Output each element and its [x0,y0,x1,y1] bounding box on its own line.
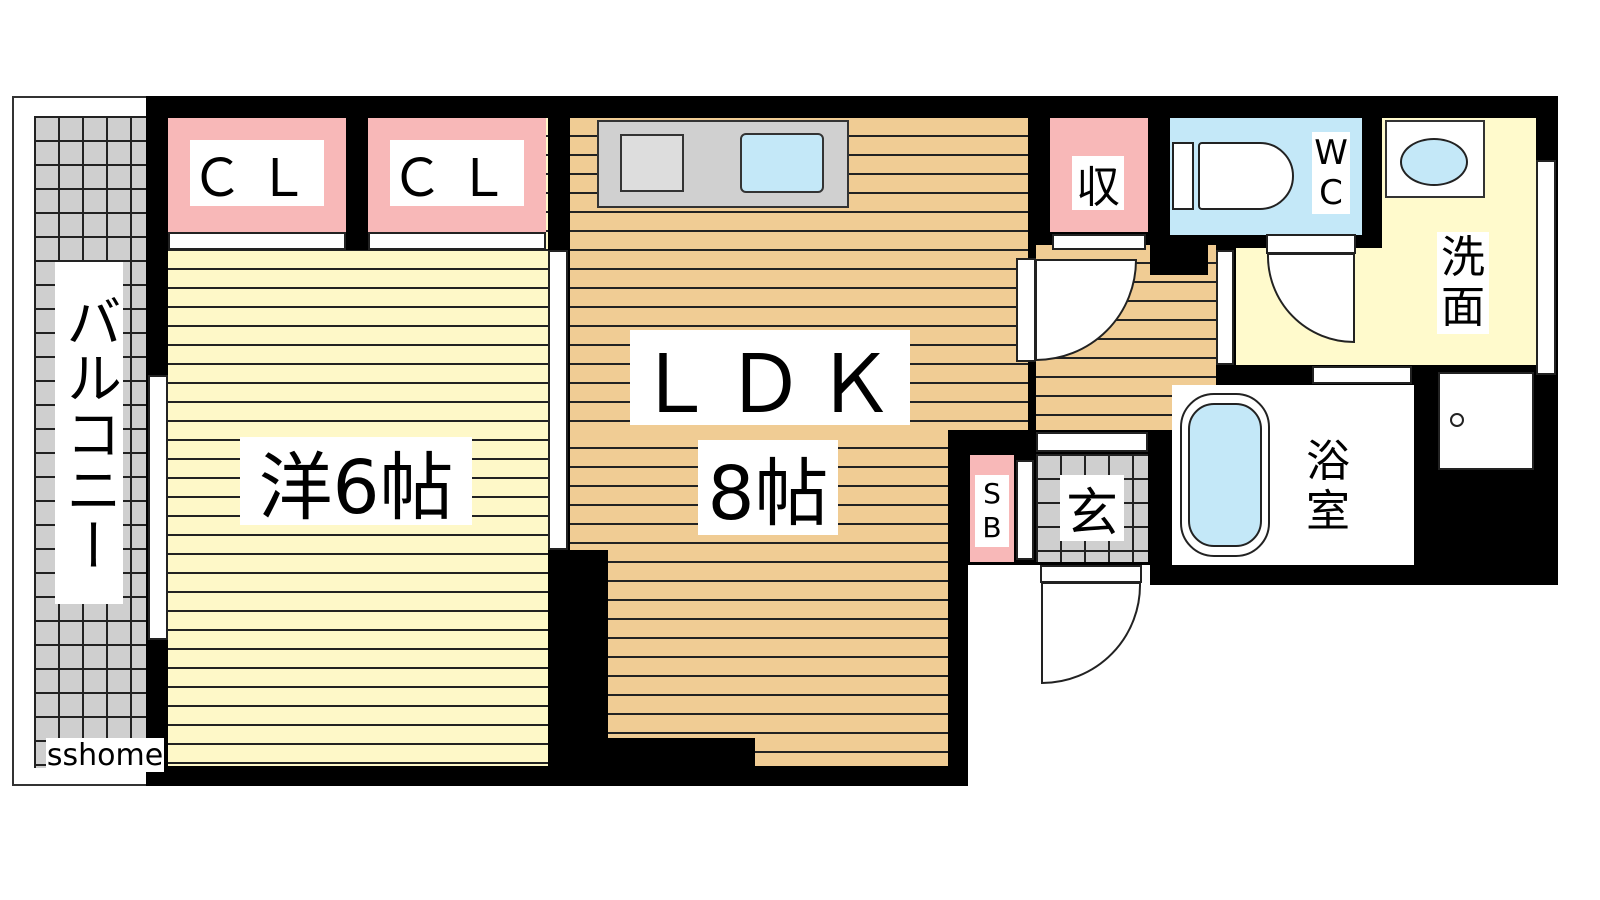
shoe-box-label-s: S [983,477,1001,510]
ldk-label: ＬＤＫ [630,330,910,431]
washer-drain-icon [1450,413,1464,427]
storage-label: 収 [1072,156,1124,213]
toilet-tank [1172,142,1194,210]
closet-2-label: ＣＬ [390,140,524,209]
balcony-floor [34,116,148,768]
balcony-window[interactable] [148,375,168,640]
storage-door[interactable] [1052,234,1146,250]
bath-label: 浴室 [1302,436,1354,538]
closet-divider [346,118,368,250]
toilet-icon [1198,142,1294,210]
bath-door[interactable] [1312,366,1412,384]
washroom-label-1: 洗 [1441,232,1485,283]
sink [740,133,824,193]
shoe-box-door[interactable] [1016,460,1034,560]
closet-1-door[interactable] [168,232,346,250]
wc-label-w: W [1314,133,1348,173]
entrance-floor [1036,454,1148,562]
stove-icon [620,134,684,192]
entrance-door[interactable] [1040,565,1144,689]
washroom-label: 洗面 [1437,232,1489,334]
washroom-window[interactable] [1536,160,1556,375]
closet-2-door[interactable] [368,232,546,250]
bath-label-1: 浴 [1306,436,1350,487]
ldk-wall-block-2 [608,738,755,766]
shoe-box-label-b: B [982,511,1002,544]
entrance-label: 玄 [1060,475,1124,544]
bathtub-water [1188,403,1262,547]
washroom-label-2: 面 [1441,282,1485,333]
western-room-label: 洋6帖 [240,437,472,531]
balcony-label: バルコニー [55,262,123,604]
hall-wall [1150,235,1208,275]
entrance-step [1036,432,1148,452]
hall-door[interactable] [1016,258,1141,364]
wc-label-c: C [1319,173,1343,213]
ldk-wall-block [548,550,608,766]
closet-1-label: ＣＬ [190,140,324,209]
watermark: sshome [46,737,164,773]
ldk-size-label: 8帖 [698,440,838,537]
washroom-partition [1216,250,1234,365]
western-sliding-door[interactable] [548,250,568,550]
bath-label-2: 室 [1306,486,1350,537]
wc-door[interactable] [1266,234,1358,344]
basin-bowl-icon [1400,138,1468,186]
